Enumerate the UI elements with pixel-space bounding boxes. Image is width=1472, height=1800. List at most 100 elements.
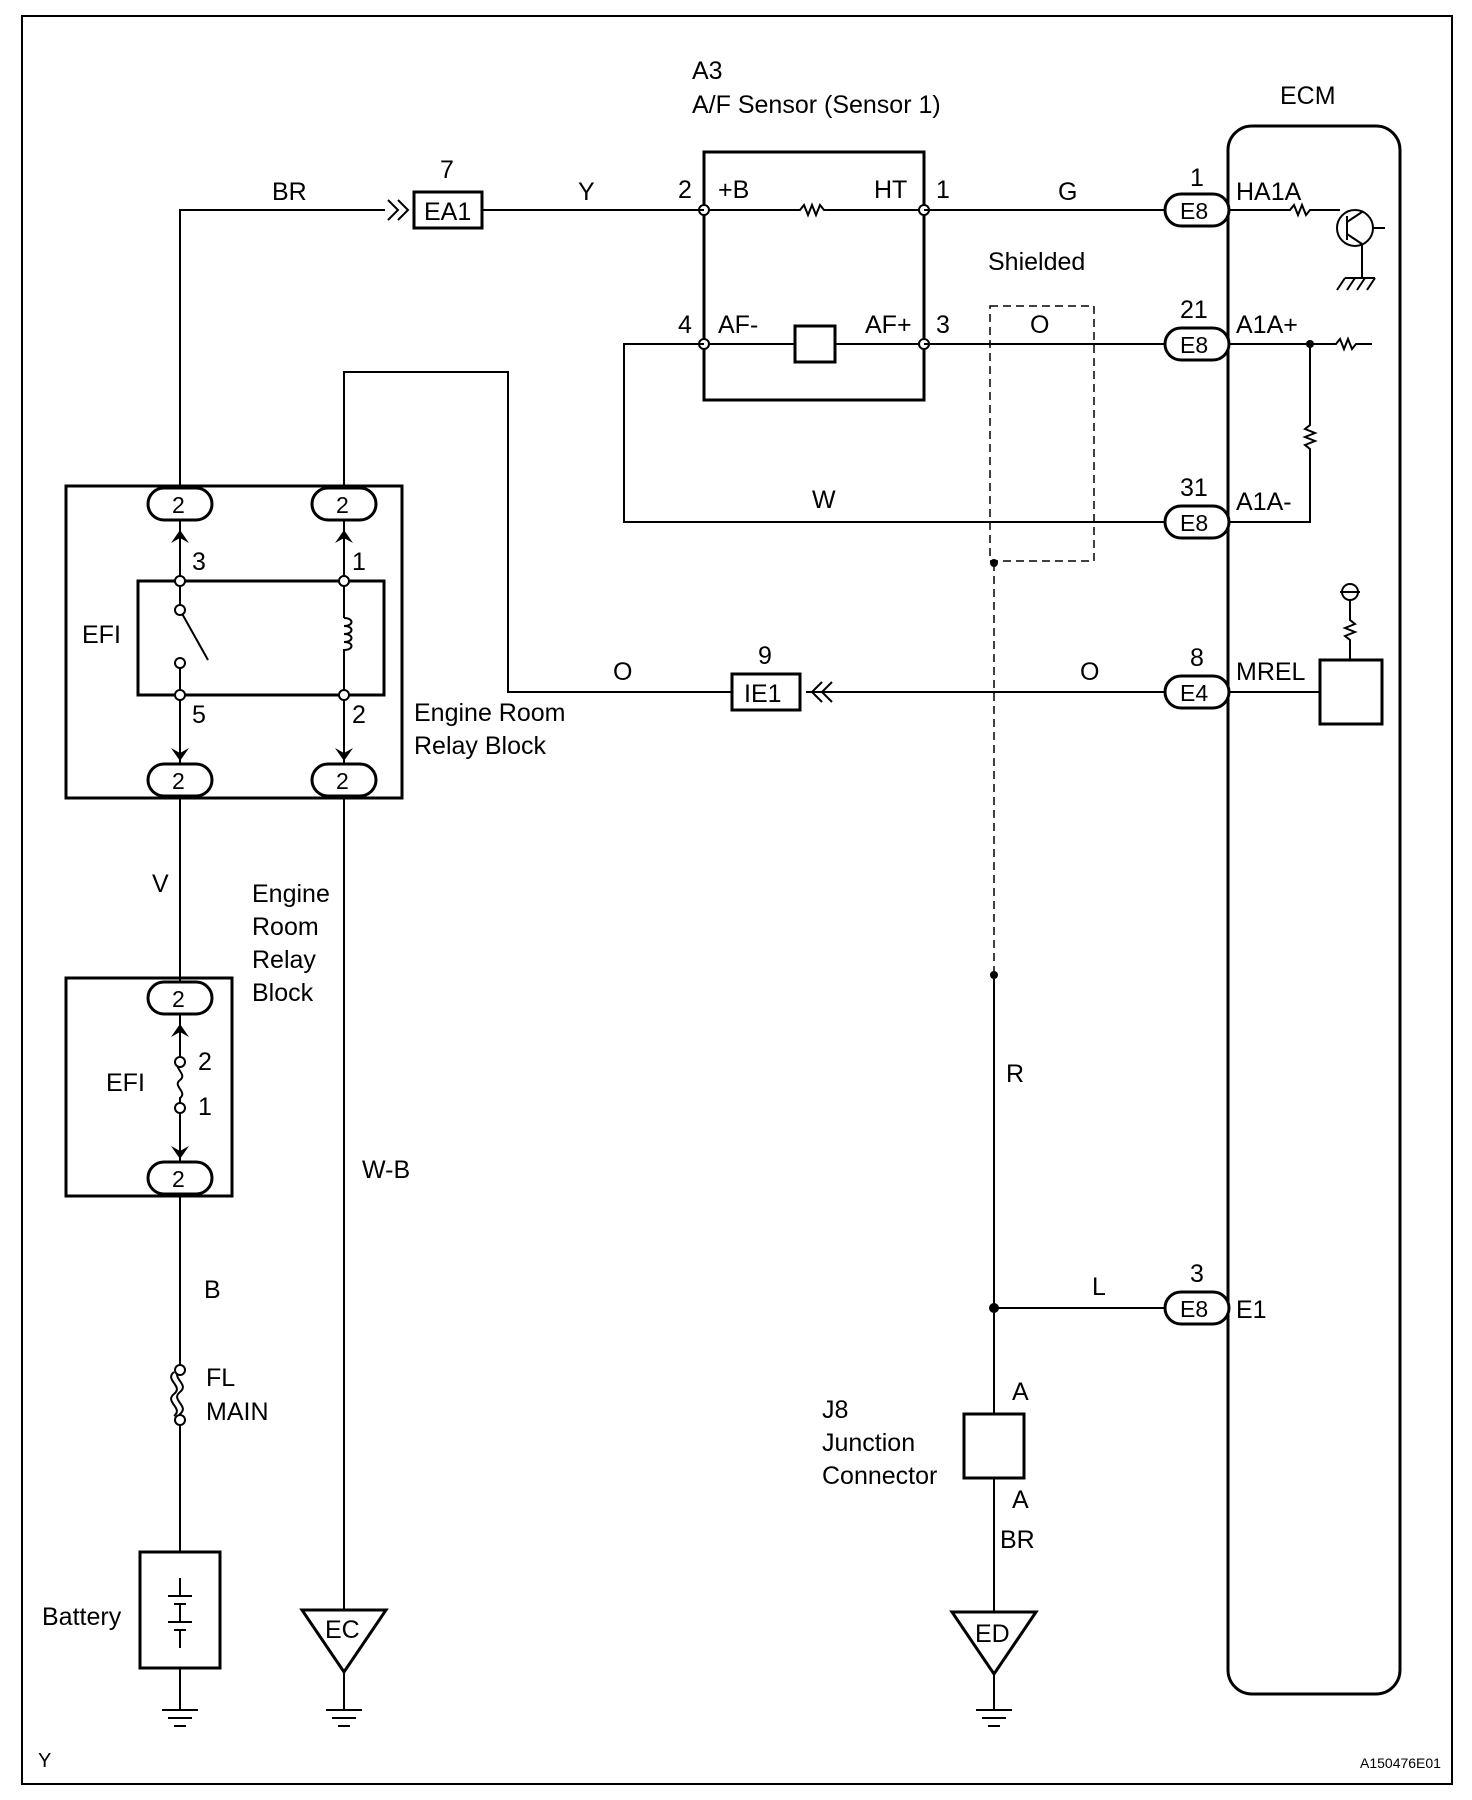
relay-block-label: Relay Block	[414, 732, 546, 760]
wire-br-top	[179, 209, 385, 488]
svg-text:E8: E8	[1180, 198, 1208, 224]
svg-text:E8: E8	[1180, 1296, 1208, 1322]
svg-text:E4: E4	[1180, 680, 1208, 706]
wire-color-w: W	[812, 486, 836, 514]
wire-color-g: G	[1058, 178, 1077, 206]
junction-pin: A	[1012, 1378, 1029, 1406]
pin-label: HT	[874, 176, 907, 204]
relay-pin: 2	[352, 701, 366, 729]
relay-connector-top-right: 2	[310, 486, 378, 522]
pin-label: AF+	[865, 311, 912, 339]
relay-terminal	[174, 689, 186, 701]
relay-pin: 1	[352, 548, 366, 576]
ground-point-ed	[949, 1610, 1039, 1677]
fuse-connector-top: 2	[146, 980, 214, 1016]
fuse-pin: 1	[198, 1093, 212, 1121]
ecm-pin-a1ap: A1A+	[1236, 311, 1298, 339]
relay-block-box	[64, 484, 404, 800]
heater-resistor	[704, 202, 924, 218]
battery-ground-icon	[162, 1668, 198, 1727]
mrel-driver-box	[1318, 658, 1384, 726]
relay-terminal	[338, 689, 350, 701]
a1a-bias-resistor	[1229, 344, 1318, 523]
wire-color-l: L	[1092, 1273, 1106, 1301]
pin-num: 3	[936, 311, 950, 339]
ecm-ground-icon	[1336, 277, 1376, 291]
ea1-pin: 7	[440, 156, 454, 184]
ea1-label: EA1	[424, 198, 471, 226]
ecm-body	[1226, 124, 1402, 1696]
j8-junction-connector	[962, 1412, 1026, 1480]
fuse-terminal	[174, 1056, 186, 1068]
wire-color-br: BR	[272, 178, 307, 206]
e8-connector-e1: E8 3	[1163, 1260, 1231, 1326]
e4-connector-mrel: E4 8	[1163, 644, 1231, 710]
ecm-pin-ha1a: HA1A	[1236, 178, 1302, 206]
j8-label: Connector	[822, 1462, 937, 1490]
junction-pin: A	[1012, 1486, 1029, 1514]
ecm-pin-mrel: MREL	[1236, 658, 1306, 686]
ea1-chevron	[387, 199, 410, 221]
wire-color-o: O	[1030, 311, 1049, 339]
battery-icon	[168, 1578, 192, 1648]
svg-text:8: 8	[1190, 644, 1204, 672]
sensor-id: A3	[692, 57, 723, 85]
relay-terminal	[174, 575, 186, 587]
fuse-terminal	[174, 1102, 186, 1114]
efi-relay-box	[136, 579, 386, 697]
fl-main-label: MAIN	[206, 1398, 269, 1426]
relay-connector-top-left: 2	[146, 486, 214, 522]
wire-color-v: V	[152, 870, 169, 898]
pin-num: 1	[936, 176, 950, 204]
svg-text:2: 2	[172, 768, 185, 794]
svg-text:E8: E8	[1180, 332, 1208, 358]
svg-text:2: 2	[172, 492, 185, 518]
j8-label: Junction	[822, 1429, 915, 1457]
relay-pin: 5	[192, 701, 206, 729]
relay-connector-bottom-right: 2	[310, 762, 378, 798]
svg-text:3: 3	[1190, 1260, 1204, 1288]
sensor-name: A/F Sensor (Sensor 1)	[692, 91, 941, 119]
wire-color-o: O	[1080, 658, 1099, 686]
wire-color-r: R	[1006, 1060, 1024, 1088]
pin-label: AF-	[718, 311, 758, 339]
af-sensor-box	[702, 150, 926, 402]
e8-connector-a1am: E8 31	[1163, 474, 1231, 540]
efi-fuse-icon	[176, 1014, 184, 1162]
svg-text:2: 2	[336, 768, 349, 794]
battery-label: Battery	[42, 1603, 122, 1631]
ground-ec-label: EC	[325, 1616, 360, 1644]
ecm-label: ECM	[1280, 82, 1336, 110]
efi-fuse-box	[64, 976, 234, 1198]
wire-color-wb: W-B	[362, 1156, 410, 1184]
ecm-pin-e1: E1	[1236, 1296, 1267, 1324]
figure-code: A150476E01	[1360, 1755, 1441, 1771]
pin-label: +B	[718, 176, 749, 204]
relay-block-label-lower: Relay	[252, 946, 316, 974]
wire-color-br: BR	[1000, 1526, 1035, 1554]
j8-label: J8	[822, 1396, 848, 1424]
relay-terminal	[174, 604, 186, 616]
wire-color-b: B	[204, 1276, 221, 1304]
wire-color-y: Y	[578, 178, 595, 206]
ie1-connector	[730, 672, 802, 712]
ie1-pin: 9	[758, 642, 772, 670]
relay-terminal	[174, 657, 186, 669]
svg-text:31: 31	[1180, 474, 1208, 502]
svg-text:1: 1	[1190, 164, 1204, 192]
shield-box	[989, 305, 1095, 562]
relay-block-label-lower: Engine	[252, 880, 330, 908]
relay-block-label-lower: Room	[252, 913, 319, 941]
relay-connector-bottom-left: 2	[146, 762, 214, 798]
sensing-element	[793, 324, 837, 364]
e8-connector-ht: E8 1	[1163, 164, 1231, 228]
efi-fuse-label: EFI	[106, 1069, 145, 1097]
shielded-label: Shielded	[988, 248, 1085, 276]
svg-text:E8: E8	[1180, 510, 1208, 536]
fl-terminal	[174, 1364, 186, 1376]
svg-text:21: 21	[1180, 296, 1208, 324]
relay-terminal	[338, 575, 350, 587]
ground-icon	[326, 1672, 362, 1727]
footer-left: Y	[38, 1750, 51, 1772]
